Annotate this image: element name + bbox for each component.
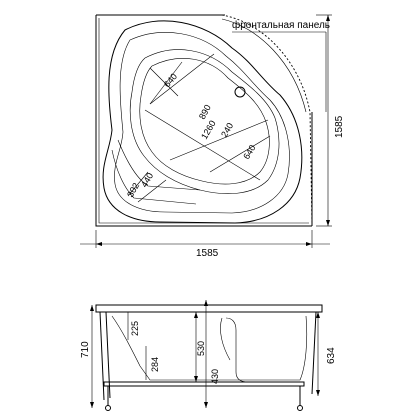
drain-pipe bbox=[225, 317, 249, 383]
side-base-frame bbox=[103, 381, 305, 387]
seat-225-dimension: 225 bbox=[130, 321, 140, 336]
bowl-outer bbox=[129, 49, 280, 194]
drain-icon bbox=[234, 86, 246, 98]
front-panel-label: фронтальная панель bbox=[232, 19, 330, 31]
total-height-dimension: 710 bbox=[80, 341, 91, 358]
dim-890: 890 bbox=[197, 103, 213, 121]
width-dimension: 1585 bbox=[196, 248, 219, 259]
dim-240: 240 bbox=[219, 121, 235, 139]
depth-dimension: 1585 bbox=[334, 115, 345, 138]
rim-outer bbox=[102, 20, 303, 224]
seat-ledge-2 bbox=[111, 149, 197, 205]
dim-640-right: 640 bbox=[241, 143, 257, 161]
rim-inner bbox=[114, 32, 290, 214]
seat-ledge bbox=[117, 139, 201, 191]
dim-640-top: 640 bbox=[162, 71, 179, 89]
side-interior bbox=[111, 315, 308, 381]
side-rim bbox=[95, 304, 323, 313]
inner-530-dimension: 530 bbox=[196, 341, 206, 356]
side-view: 710 634 225 284 530 430 bbox=[80, 300, 337, 411]
seat-284-dimension: 284 bbox=[150, 357, 160, 372]
outer-frame bbox=[95, 15, 312, 227]
inner-430-dimension: 430 bbox=[210, 369, 220, 384]
top-view: 640 890 1260 240 640 440 302 фронтальная… bbox=[80, 14, 345, 259]
bowl-inner bbox=[139, 58, 270, 185]
panel-height-dimension: 634 bbox=[326, 347, 337, 364]
dim-1260: 1260 bbox=[199, 119, 218, 141]
front-panel-arc-inner bbox=[221, 18, 307, 113]
